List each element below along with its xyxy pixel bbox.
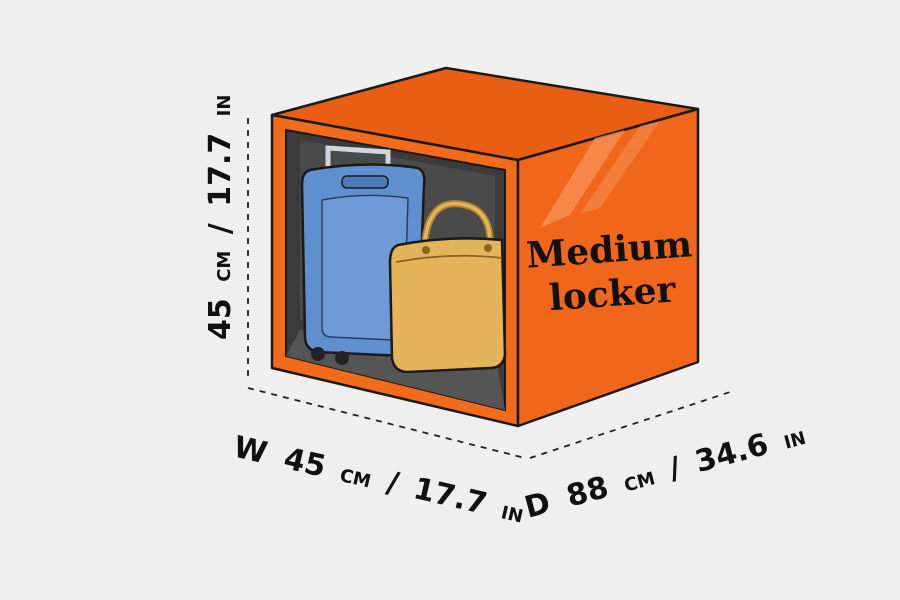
suitcase-top-handle (341, 175, 389, 189)
locker-side-face (516, 107, 700, 428)
depth-prefix: D (521, 485, 554, 525)
locker-label-line2: locker (548, 268, 678, 319)
width-unit-metric: CM (338, 465, 373, 492)
height-value-imperial: 17.7 (203, 133, 238, 207)
gloss-highlight (540, 130, 625, 228)
width-unit-imperial: IN (499, 502, 525, 527)
width-prefix: W (230, 430, 270, 472)
depth-unit-metric: CM (622, 468, 657, 496)
depth-value-imperial: 34.6 (692, 427, 773, 480)
height-unit-imperial: IN (214, 95, 235, 117)
depth-dimension-label: D 88 CM / 34.6 IN (521, 417, 809, 526)
suitcase-wheel (335, 351, 349, 365)
gloss-highlight (580, 121, 660, 214)
depth-separator: / (665, 450, 685, 487)
depth-unit-imperial: IN (782, 428, 808, 454)
bag-handle-inner (423, 201, 492, 243)
bag-ring (484, 244, 492, 252)
width-dimension-label: W 45 CM / 17.7 IN (230, 430, 527, 531)
depth-value: 88 (563, 470, 612, 515)
bag-ring (422, 246, 430, 254)
width-value: 45 (280, 441, 329, 484)
bag-zipper (395, 254, 503, 263)
height-dimension-label: 45 CM / 17.7 IN (203, 95, 238, 340)
width-separator: / (383, 465, 402, 502)
travel-bag (388, 237, 507, 374)
height-unit-metric: CM (214, 251, 235, 282)
width-value-imperial: 17.7 (410, 471, 490, 522)
height-value: 45 (203, 298, 238, 340)
height-separator: / (203, 223, 238, 234)
suitcase-wheel (311, 347, 325, 361)
